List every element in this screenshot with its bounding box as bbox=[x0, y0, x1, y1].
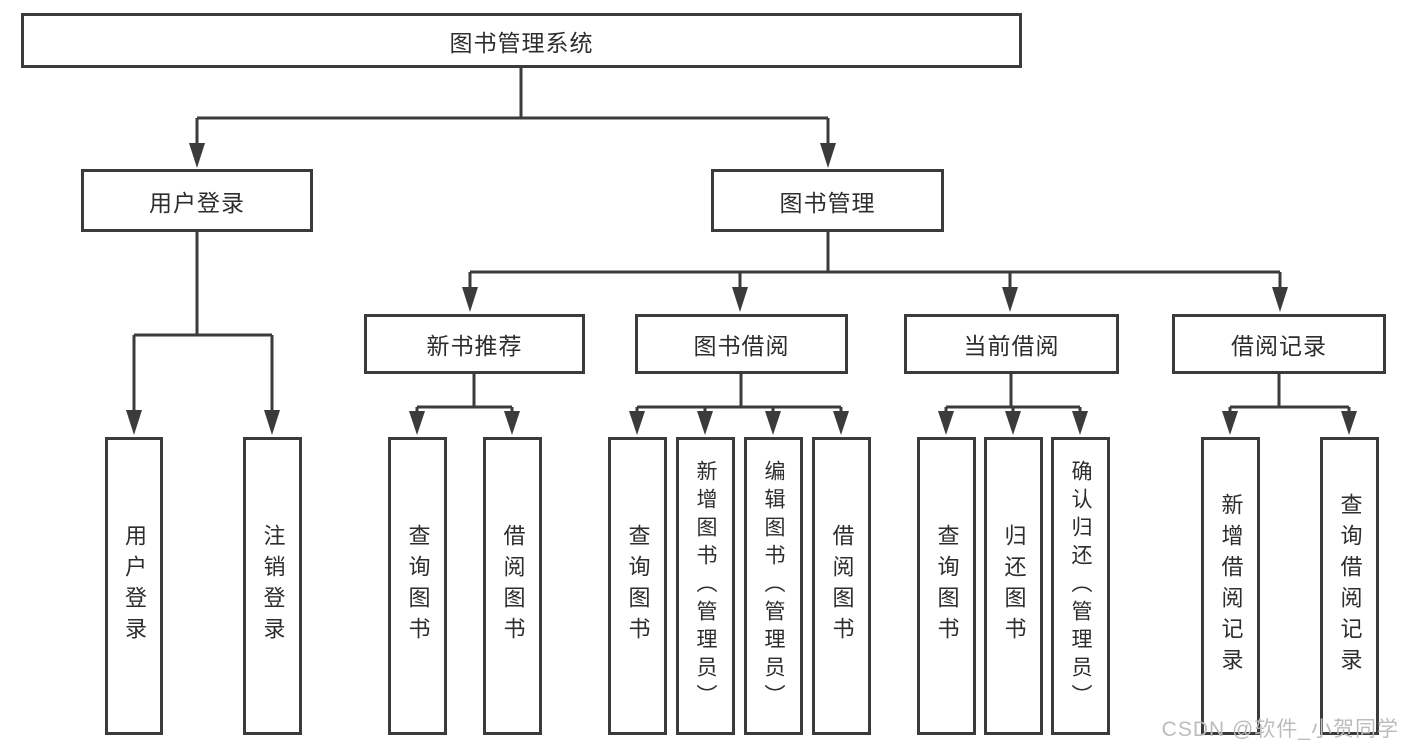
leaf-add-book-admin-label: 新增图书（管理员） bbox=[694, 460, 717, 712]
leaf-confirm-return-admin: 确认归还（管理员） bbox=[1051, 437, 1110, 735]
leaf-borrow-books-borrow-label: 借阅图书 bbox=[829, 524, 855, 648]
leaf-add-borrow-record: 新增借阅记录 bbox=[1201, 437, 1260, 735]
leaf-return-books: 归还图书 bbox=[984, 437, 1043, 735]
node-book-management: 图书管理 bbox=[711, 169, 944, 232]
leaf-logout-label: 注销登录 bbox=[260, 524, 286, 648]
leaf-edit-book-admin: 编辑图书（管理员） bbox=[744, 437, 803, 735]
node-book-borrow-label: 图书借阅 bbox=[693, 333, 790, 359]
node-root-label: 图书管理系统 bbox=[449, 29, 594, 56]
connector-bookmgmt-to-level3 bbox=[462, 232, 1288, 312]
leaf-query-borrow-record: 查询借阅记录 bbox=[1320, 437, 1379, 735]
connector-records-to-leaves bbox=[1222, 374, 1357, 435]
node-user-login: 用户登录 bbox=[81, 169, 313, 232]
node-borrow-records-label: 借阅记录 bbox=[1231, 333, 1327, 359]
leaf-borrow-books-recommend-label: 借阅图书 bbox=[500, 524, 526, 648]
node-current-borrow: 当前借阅 bbox=[904, 314, 1119, 374]
leaf-query-books-recommend-label: 查询图书 bbox=[405, 524, 431, 648]
node-borrow-records: 借阅记录 bbox=[1172, 314, 1386, 374]
node-book-management-label: 图书管理 bbox=[779, 189, 876, 216]
leaf-borrow-books-recommend: 借阅图书 bbox=[483, 437, 542, 735]
leaf-query-books-current: 查询图书 bbox=[917, 437, 976, 735]
node-new-book-recommend: 新书推荐 bbox=[364, 314, 585, 374]
connector-current-to-leaves bbox=[938, 374, 1088, 435]
leaf-add-borrow-record-label: 新增借阅记录 bbox=[1218, 493, 1244, 679]
connector-userlogin-to-leaves bbox=[126, 232, 280, 435]
node-current-borrow-label: 当前借阅 bbox=[963, 333, 1060, 359]
node-user-login-label: 用户登录 bbox=[149, 189, 245, 216]
leaf-add-book-admin: 新增图书（管理员） bbox=[676, 437, 735, 735]
connector-recommend-to-leaves bbox=[409, 374, 520, 435]
node-book-borrow: 图书借阅 bbox=[635, 314, 848, 374]
leaf-query-books-borrow-label: 查询图书 bbox=[625, 524, 651, 648]
leaf-borrow-books-borrow: 借阅图书 bbox=[812, 437, 871, 735]
leaf-confirm-return-admin-label: 确认归还（管理员） bbox=[1069, 460, 1092, 712]
leaf-return-books-label: 归还图书 bbox=[1001, 524, 1027, 648]
leaf-query-books-borrow: 查询图书 bbox=[608, 437, 667, 735]
leaf-query-books-current-label: 查询图书 bbox=[934, 524, 960, 648]
connector-borrow-to-leaves bbox=[629, 374, 849, 435]
leaf-user-login: 用户登录 bbox=[105, 437, 163, 735]
leaf-edit-book-admin-label: 编辑图书（管理员） bbox=[762, 460, 785, 712]
connector-root-to-level2 bbox=[189, 68, 836, 168]
node-root: 图书管理系统 bbox=[21, 13, 1022, 68]
node-new-book-recommend-label: 新书推荐 bbox=[426, 333, 523, 359]
leaf-user-login-label: 用户登录 bbox=[122, 524, 147, 648]
leaf-logout: 注销登录 bbox=[243, 437, 302, 735]
leaf-query-borrow-record-label: 查询借阅记录 bbox=[1337, 493, 1363, 679]
leaf-query-books-recommend: 查询图书 bbox=[388, 437, 447, 735]
